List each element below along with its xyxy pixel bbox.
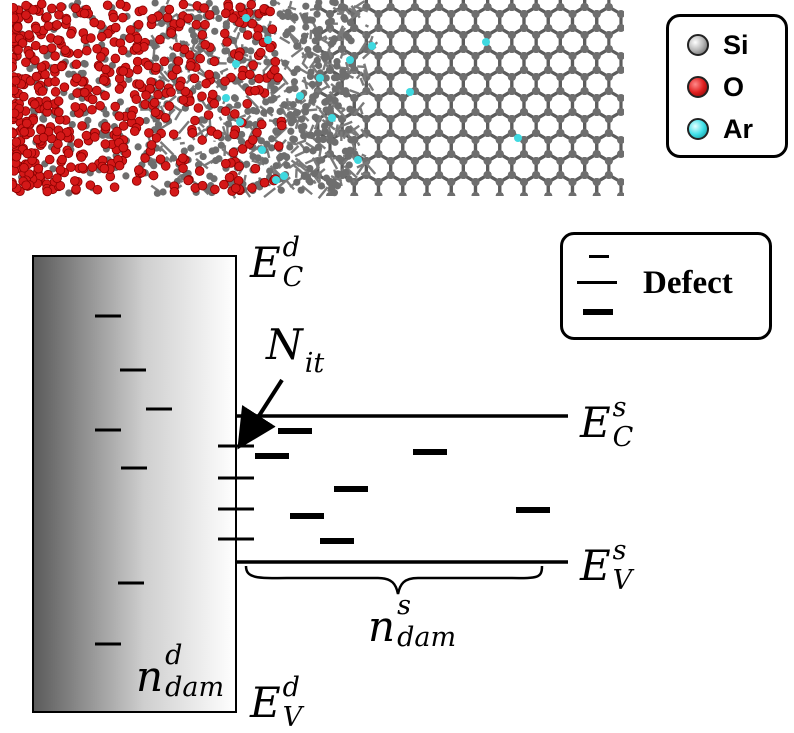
defect-mark-thick	[583, 309, 613, 315]
legend-si: Si	[687, 27, 749, 63]
defect-mark-thin	[589, 255, 609, 258]
defect-legend-label: Defect	[643, 265, 733, 302]
atom-legend: Si O Ar	[666, 14, 788, 158]
si-atom-icon	[687, 34, 709, 56]
ar-atom-icon	[687, 118, 709, 140]
damage-depth-brace	[246, 566, 542, 594]
legend-ar: Ar	[687, 111, 753, 147]
o-atom-icon	[687, 76, 709, 98]
oxide-layer-box	[33, 256, 236, 712]
legend-ar-label: Ar	[723, 114, 753, 145]
legend-o: O	[687, 69, 744, 105]
legend-si-label: Si	[723, 30, 749, 61]
legend-o-label: O	[723, 72, 744, 103]
defect-legend: Defect	[560, 232, 772, 340]
defect-mark-medium	[577, 281, 617, 284]
nit-arrow	[246, 380, 282, 436]
